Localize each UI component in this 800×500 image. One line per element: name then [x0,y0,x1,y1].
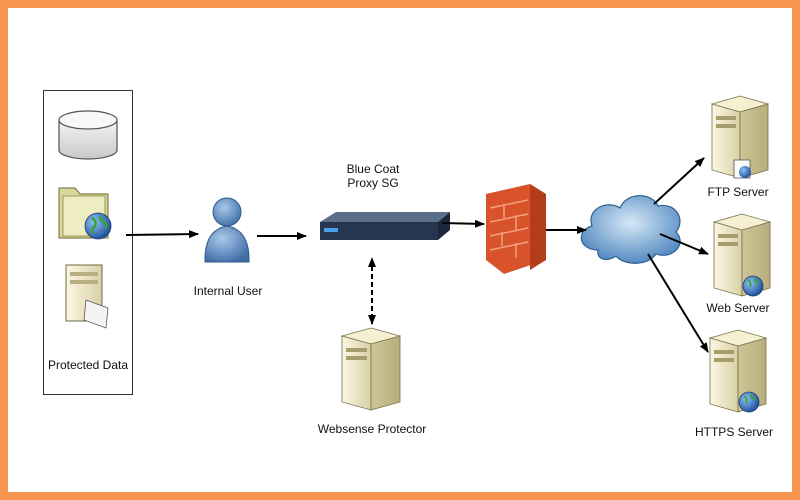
internet-cloud-icon [580,195,681,264]
arrow-cloud-to-web [659,233,709,255]
arrow-cloud-to-https [647,253,709,353]
ftp-server-label: FTP Server [707,185,769,199]
websense-server-icon [340,327,402,411]
ftp-server-icon [710,95,770,179]
proxy-appliance-icon [320,212,450,240]
database-icon [58,110,118,160]
file-server-icon [65,264,109,329]
websense-label: Websense Protector [317,422,427,436]
https-server-icon [708,329,768,413]
arrow-cloud-to-ftp [653,157,705,205]
protected-data-box [43,90,133,395]
web-server-label: Web Server [706,301,770,315]
diagram-graphics [58,95,772,413]
arrow-data-to-user [125,230,199,239]
folder-globe-icon [58,187,112,240]
proxy-label: Blue Coat Proxy SG [328,162,418,190]
https-server-label: HTTPS Server [694,425,773,439]
web-server-icon [712,213,772,297]
arrow-proxy-to-firewall [441,219,485,228]
proxy-label-line1: Blue Coat [346,162,400,176]
diagram-canvas: Protected Data Internal User Blue Coat P… [8,8,792,492]
user-icon [204,197,250,263]
protected-data-label: Protected Data [47,358,129,372]
proxy-label-line2: Proxy SG [347,176,399,190]
firewall-icon [486,184,546,274]
internal-user-label: Internal User [193,284,263,298]
